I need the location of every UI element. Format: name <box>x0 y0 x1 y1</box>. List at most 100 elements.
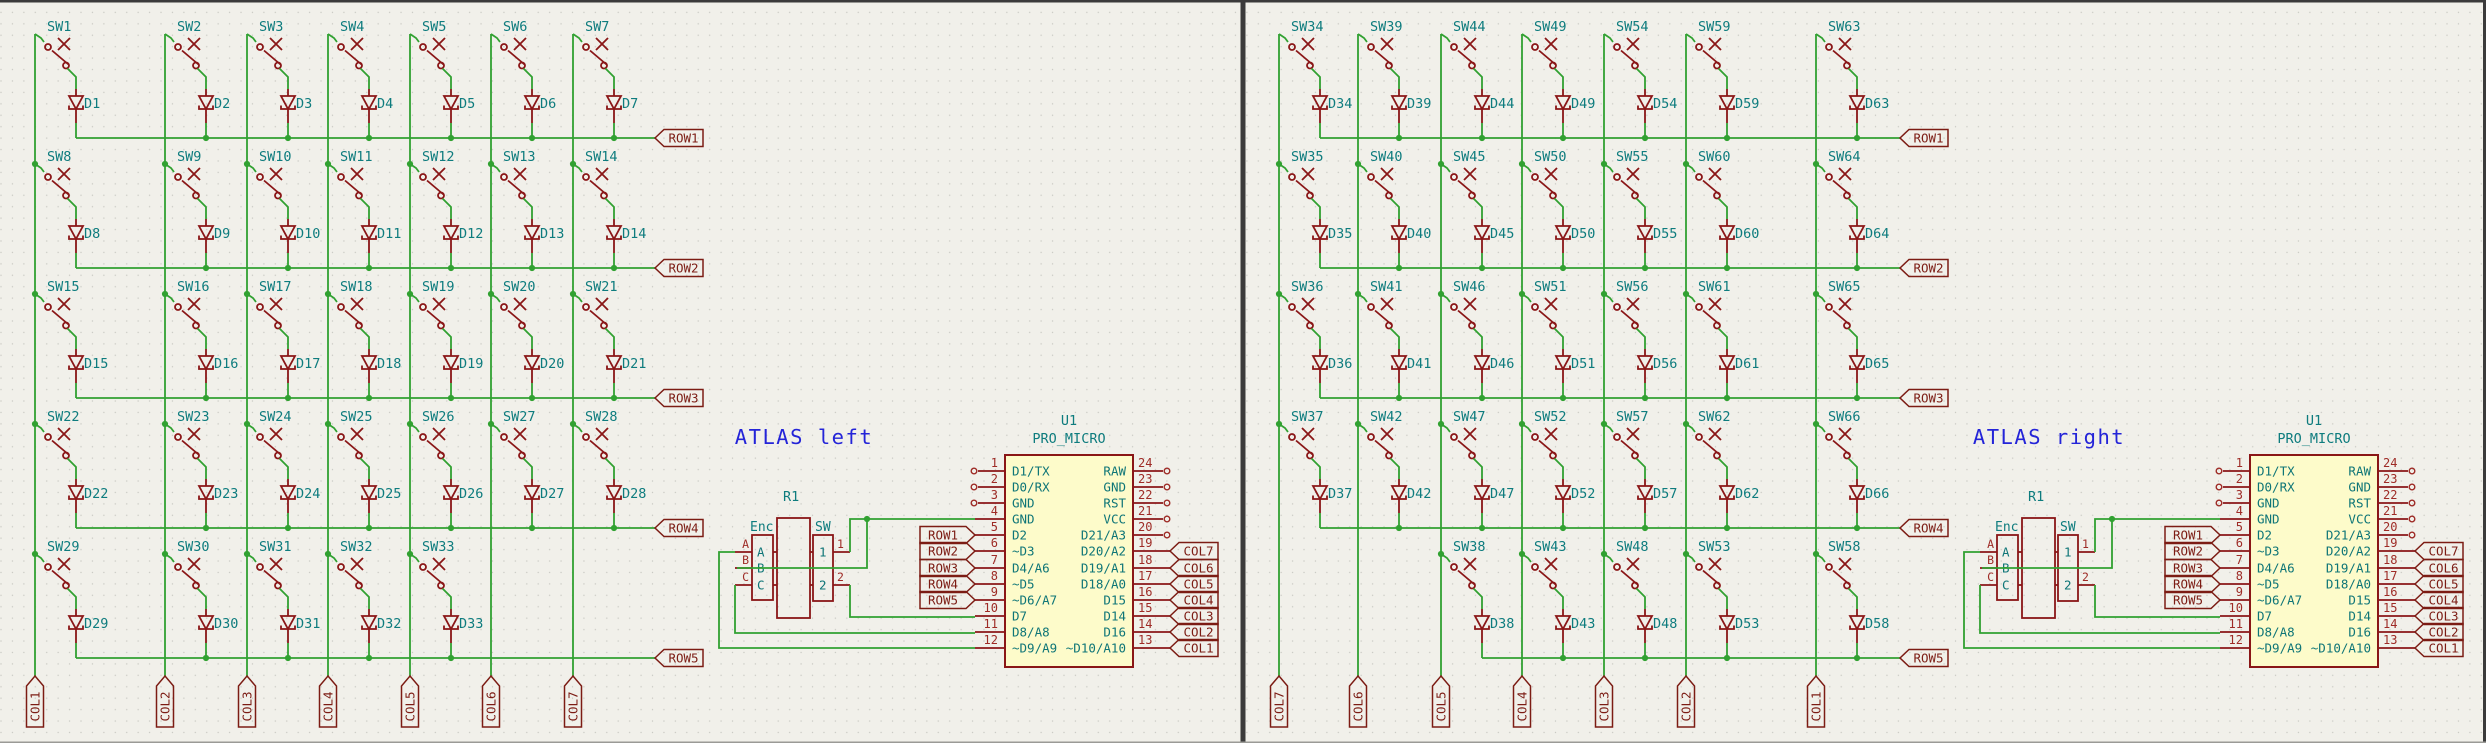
hier-label-COL4[interactable]: COL4 <box>318 674 338 728</box>
diode-D45[interactable]: D45 <box>1473 219 1514 268</box>
wire-segment[interactable] <box>522 67 533 90</box>
hier-label-COL2[interactable]: COL2 <box>155 674 175 728</box>
wire-segment[interactable] <box>196 197 207 220</box>
key-switch-SW61[interactable]: SW61 <box>1682 279 1731 349</box>
key-switch-SW1[interactable]: SW1 <box>34 19 77 90</box>
key-switch-SW18[interactable]: SW18 <box>324 279 373 350</box>
wire-segment[interactable] <box>1310 457 1321 480</box>
wire-segment[interactable] <box>66 327 77 350</box>
wire-segment[interactable] <box>1847 457 1858 480</box>
key-switch-SW43[interactable]: SW43 <box>1518 539 1567 609</box>
wire-segment[interactable] <box>359 327 370 350</box>
key-switch-SW30[interactable]: SW30 <box>161 539 210 609</box>
wire-segment[interactable] <box>164 33 175 43</box>
wire-segment[interactable] <box>441 327 452 350</box>
key-switch-SW53[interactable]: SW53 <box>1682 539 1731 610</box>
wire-segment[interactable] <box>1472 197 1483 220</box>
key-switch-SW17[interactable]: SW17 <box>243 279 292 349</box>
diode-D27[interactable]: D27 <box>523 479 564 528</box>
key-switch-SW36[interactable]: SW36 <box>1275 279 1324 349</box>
diode-D38[interactable]: D38 <box>1473 609 1514 658</box>
key-switch-SW15[interactable]: SW15 <box>31 279 80 350</box>
wire-segment[interactable] <box>522 457 533 480</box>
hier-label-ROW4[interactable]: ROW4 <box>1898 518 1949 538</box>
diode-D22[interactable]: D22 <box>67 479 108 528</box>
key-switch-SW21[interactable]: SW21 <box>569 279 618 349</box>
diode-D15[interactable]: D15 <box>67 349 108 398</box>
key-switch-SW52[interactable]: SW52 <box>1518 409 1567 479</box>
key-switch-SW58[interactable]: SW58 <box>1812 539 1861 609</box>
hier-label-COL3[interactable]: COL3 <box>2413 606 2464 626</box>
wire-segment[interactable] <box>1440 33 1451 43</box>
wire-segment[interactable] <box>1553 197 1564 220</box>
wire-segment[interactable] <box>1635 197 1646 220</box>
wire-segment[interactable] <box>278 587 289 610</box>
diode-D51[interactable]: D51 <box>1554 349 1595 398</box>
key-switch-SW46[interactable]: SW46 <box>1437 279 1486 349</box>
wire-segment[interactable] <box>1357 33 1368 43</box>
hier-label-ROW5[interactable]: ROW5 <box>2164 590 2222 610</box>
diode-D58[interactable]: D58 <box>1848 609 1889 658</box>
wire-segment[interactable] <box>246 33 257 43</box>
key-switch-SW51[interactable]: SW51 <box>1518 279 1567 349</box>
wire-segment[interactable] <box>66 587 77 610</box>
hier-label-COL7[interactable]: COL7 <box>2413 541 2464 561</box>
wire-segment[interactable] <box>1310 67 1321 90</box>
wire-segment[interactable] <box>1717 587 1728 610</box>
wire-enc-a[interactable] <box>718 551 975 649</box>
wire-segment[interactable] <box>604 67 615 90</box>
wire-segment[interactable] <box>522 197 533 220</box>
wire-segment[interactable] <box>604 457 615 480</box>
wire-segment[interactable] <box>1717 457 1728 480</box>
key-switch-SW3[interactable]: SW3 <box>246 19 289 90</box>
hier-label-ROW2[interactable]: ROW2 <box>2164 541 2222 561</box>
key-switch-SW48[interactable]: SW48 <box>1600 539 1649 609</box>
diode-D13[interactable]: D13 <box>523 219 564 268</box>
key-switch-SW49[interactable]: SW49 <box>1521 19 1567 89</box>
diode-D9[interactable]: D9 <box>197 219 230 268</box>
diode-D35[interactable]: D35 <box>1311 219 1352 268</box>
diode-D52[interactable]: D52 <box>1554 479 1595 528</box>
key-switch-SW26[interactable]: SW26 <box>406 409 455 479</box>
wire-segment[interactable] <box>522 327 533 350</box>
hier-label-ROW4[interactable]: ROW4 <box>2164 574 2222 594</box>
diode-D48[interactable]: D48 <box>1636 609 1677 658</box>
hier-label-COL7[interactable]: COL7 <box>563 674 583 728</box>
ic-U1[interactable]: U1PRO_MICRO1D1/TX2D0/RX3GND4GND5D26~D37D… <box>2215 413 2416 668</box>
hier-label-COL6[interactable]: COL6 <box>2413 558 2464 578</box>
wire-segment[interactable] <box>359 197 370 220</box>
diode-D66[interactable]: D66 <box>1848 479 1889 528</box>
diode-D32[interactable]: D32 <box>360 609 401 658</box>
diode-D60[interactable]: D60 <box>1718 219 1759 268</box>
diode-D39[interactable]: D39 <box>1390 89 1431 138</box>
hier-label-COL2[interactable]: COL2 <box>1168 622 1219 642</box>
wire-segment[interactable] <box>278 67 289 90</box>
hier-label-COL4[interactable]: COL4 <box>1168 590 1219 610</box>
hier-label-COL5[interactable]: COL5 <box>2413 574 2464 594</box>
diode-D24[interactable]: D24 <box>279 479 320 528</box>
diode-D28[interactable]: D28 <box>605 479 646 528</box>
hier-label-ROW5[interactable]: ROW5 <box>919 590 977 610</box>
diode-D4[interactable]: D4 <box>360 89 393 138</box>
hier-label-COL6[interactable]: COL6 <box>1348 674 1368 728</box>
wire-segment[interactable] <box>441 67 452 90</box>
diode-D5[interactable]: D5 <box>442 89 475 138</box>
wire-segment[interactable] <box>1635 457 1646 480</box>
hier-label-COL6[interactable]: COL6 <box>481 674 501 728</box>
diode-D61[interactable]: D61 <box>1718 349 1759 398</box>
wire-segment[interactable] <box>66 67 77 90</box>
wire-segment[interactable] <box>1278 33 1289 43</box>
key-switch-SW37[interactable]: SW37 <box>1275 409 1324 480</box>
key-switch-SW66[interactable]: SW66 <box>1812 409 1861 480</box>
wire-segment[interactable] <box>1472 67 1483 90</box>
diode-D2[interactable]: D2 <box>197 89 230 138</box>
key-switch-SW22[interactable]: SW22 <box>31 409 80 479</box>
hier-label-COL2[interactable]: COL2 <box>2413 622 2464 642</box>
wire-enc-c[interactable] <box>1979 585 2220 634</box>
key-switch-SW33[interactable]: SW33 <box>406 539 455 609</box>
wire-segment[interactable] <box>66 197 77 220</box>
diode-D57[interactable]: D57 <box>1636 479 1677 528</box>
key-switch-SW65[interactable]: SW65 <box>1812 279 1861 349</box>
hier-label-COL7[interactable]: COL7 <box>1168 541 1219 561</box>
diode-D49[interactable]: D49 <box>1554 89 1595 138</box>
